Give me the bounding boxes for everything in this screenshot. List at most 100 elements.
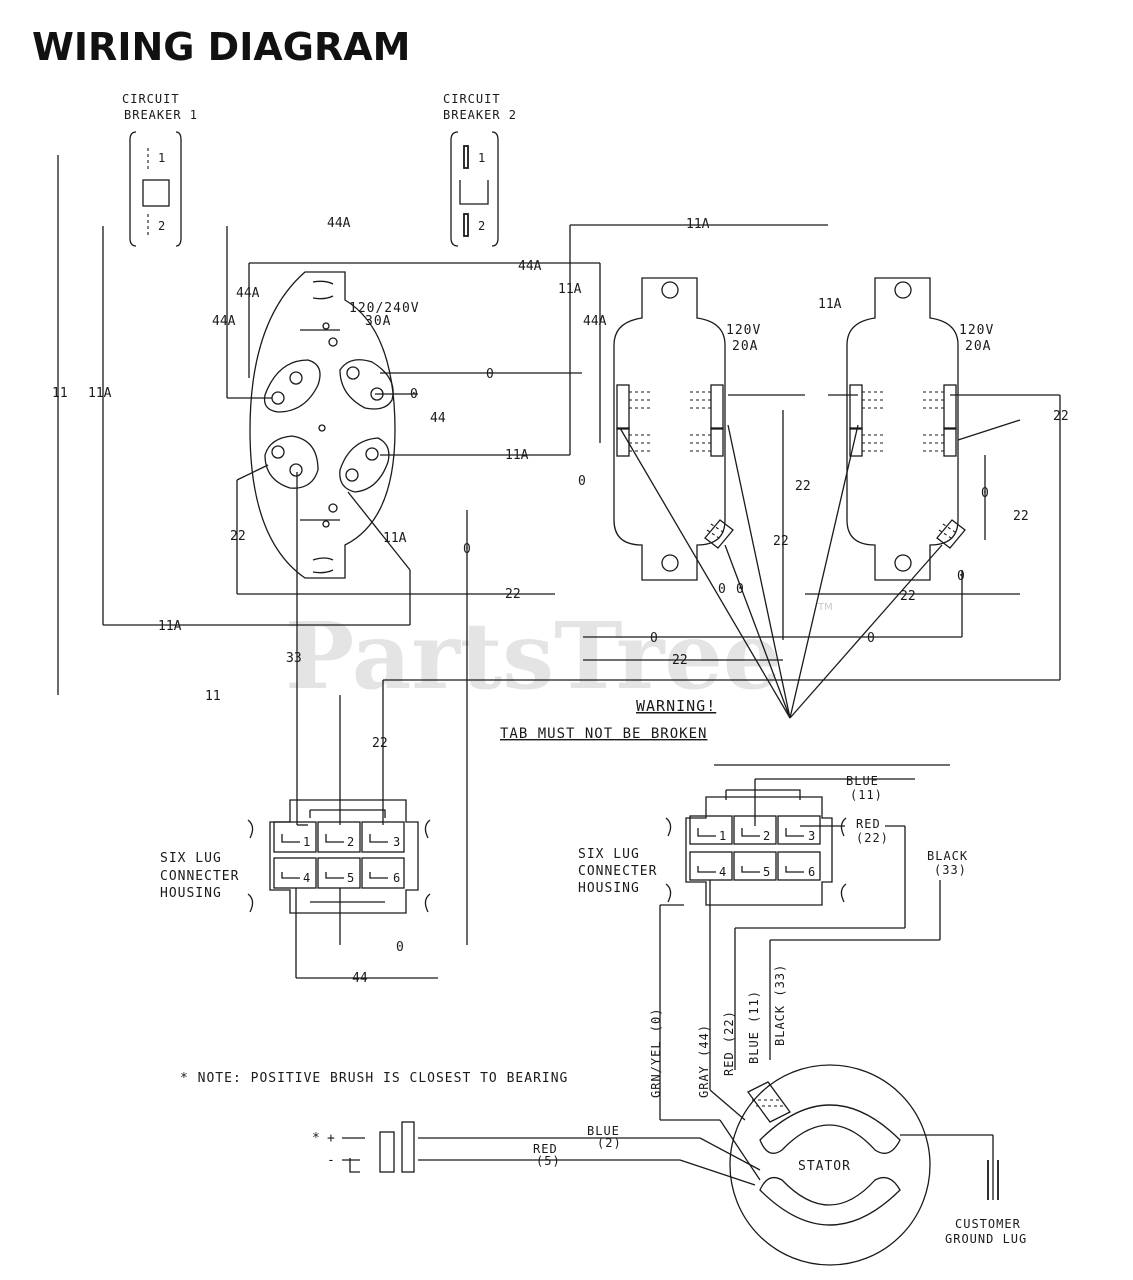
wire-label-0-j: 0 [981, 486, 989, 501]
connector-right-pin-5: 5 [763, 865, 771, 879]
receptacle-120v-a: 120V 20A [613, 277, 760, 581]
warning-title: WARNING! [636, 697, 716, 715]
receptacle-120-240v: 120/240V 30A [249, 271, 420, 579]
receptacle-120v-b: 120V 20A [846, 277, 994, 581]
wire-label-0-f: 0 [736, 582, 744, 597]
wire-label-11a-main: 11A [505, 448, 529, 463]
breaker-1-label-line1: CIRCUIT [122, 92, 180, 106]
connector-right-label-1: SIX LUG [578, 847, 640, 862]
breaker-2-label-line1: CIRCUIT [443, 92, 501, 106]
wiring-upper [57, 155, 1061, 945]
connector-left-label-3: HOUSING [160, 886, 222, 901]
lead-blue-top-number: (11) [850, 788, 883, 802]
wire-label-0-e: 0 [718, 582, 726, 597]
receptacle-b-voltage: 120V [959, 323, 994, 338]
connector-left-pin-2: 2 [347, 835, 355, 849]
wire-label-22-f: 22 [900, 589, 916, 604]
wire-label-0-c: 0 [578, 474, 586, 489]
brush-note: * NOTE: POSITIVE BRUSH IS CLOSEST TO BEA… [180, 1071, 568, 1086]
wire-label-11-bottom: 11 [205, 689, 221, 704]
brush-minus: - [327, 1153, 336, 1168]
brush-blue-number: (2) [597, 1136, 622, 1150]
breaker-2-terminal-2: 2 [478, 219, 486, 233]
wire-label-11: 11 [52, 386, 68, 401]
lead-black: BLACK [927, 849, 968, 863]
brush-red-number: (5) [536, 1154, 561, 1168]
wire-label-0-h: 0 [867, 631, 875, 646]
wire-label-22-e: 22 [672, 653, 688, 668]
circuit-breaker-1: CIRCUIT BREAKER 1 1 2 [122, 92, 198, 247]
connector-left-pin-1: 1 [303, 835, 311, 849]
wire-label-11a-right: 11A [818, 297, 842, 312]
breaker-1-terminal-1: 1 [158, 151, 166, 165]
wire-label-22-g: 22 [1013, 509, 1029, 524]
lead-red-top: RED [856, 817, 881, 831]
connector-right: 1 2 3 4 5 6 SIX LUG CONNECTER HOUSING BL… [578, 764, 968, 1181]
lead-blue-top: BLUE [846, 774, 879, 788]
connector-left-pin-5: 5 [347, 871, 355, 885]
receptacle-a-amps: 20A [732, 339, 758, 354]
brush-red: RED [533, 1142, 558, 1156]
wire-label-22-d: 22 [773, 534, 789, 549]
stator: STATOR CUSTOMER GROUND LUG [729, 1064, 1027, 1266]
wire-labels: 44A 44A 44A 44A 44A 11 11 11A 11A 11A 11… [52, 216, 1069, 986]
connector-left-pin-3: 3 [393, 835, 401, 849]
connector-left-label-2: CONNECTER [160, 869, 239, 884]
breaker-2-terminal-1: 1 [478, 151, 486, 165]
wire-label-11a-recep: 11A [383, 531, 407, 546]
lead-grn-yel: GRN/YEL (0) [649, 1008, 663, 1098]
wire-label-22-b: 22 [505, 587, 521, 602]
breaker-2-label-line2: BREAKER 2 [443, 108, 517, 122]
circuit-breaker-2: CIRCUIT BREAKER 2 1 2 [443, 92, 517, 247]
connector-right-pin-6: 6 [808, 865, 816, 879]
connector-right-pin-3: 3 [808, 829, 816, 843]
wire-label-0-g: 0 [650, 631, 658, 646]
main-receptacle-voltage: 120/240V [349, 301, 420, 316]
wire-label-0-i: 0 [957, 569, 965, 584]
connector-right-label-3: HOUSING [578, 881, 640, 896]
wire-label-22-i: 22 [372, 736, 388, 751]
wire-label-11a-top: 11A [686, 217, 710, 232]
brush-blue: BLUE [587, 1124, 620, 1138]
breaker-1-label-line2: BREAKER 1 [124, 108, 198, 122]
lead-blue: BLUE (11) [747, 990, 761, 1064]
brush-star: * [312, 1131, 321, 1146]
watermark: PartsTree [285, 602, 781, 710]
connector-right-label-2: CONNECTER [578, 864, 657, 879]
warning-text: TAB MUST NOT BE BROKEN [500, 726, 707, 742]
wire-label-0-d: 0 [463, 542, 471, 557]
connector-right-pin-2: 2 [763, 829, 771, 843]
wire-label-44a-left2: 44A [212, 314, 236, 329]
wire-label-22-c: 22 [795, 479, 811, 494]
lead-black-number: (33) [934, 863, 967, 877]
warning-note: WARNING! TAB MUST NOT BE BROKEN [500, 697, 716, 742]
connector-right-pin-1: 1 [719, 829, 727, 843]
breaker-1-terminal-2: 2 [158, 219, 166, 233]
wire-label-0-a: 0 [486, 367, 494, 382]
watermark-trademark: TM [817, 602, 833, 613]
stator-label: STATOR [798, 1159, 851, 1174]
wire-label-44: 44 [430, 411, 446, 426]
brush-assembly: * + - BLUE (2) RED (5) [312, 1121, 761, 1186]
lead-red-top-number: (22) [856, 831, 889, 845]
brush-plus: + [327, 1131, 336, 1146]
wire-label-0-b: 0 [410, 387, 418, 402]
wire-label-44a-top: 44A [327, 216, 351, 231]
connector-left-label-1: SIX LUG [160, 851, 222, 866]
connector-right-pin-4: 4 [719, 865, 727, 879]
receptacle-b-amps: 20A [965, 339, 991, 354]
wire-label-33: 33 [286, 651, 302, 666]
main-receptacle-amps: 30A [365, 314, 391, 329]
wire-label-44a-mid: 44A [518, 259, 542, 274]
connector-left-pin-6: 6 [393, 871, 401, 885]
connector-left-pin-4: 4 [303, 871, 311, 885]
wire-label-11a-left: 11A [88, 386, 112, 401]
wire-label-11a-mid: 11A [558, 282, 582, 297]
wire-label-22-a: 22 [230, 529, 246, 544]
lead-gray: GRAY (44) [697, 1024, 711, 1098]
ground-label-2: GROUND LUG [945, 1232, 1027, 1246]
wire-label-22-h: 22 [1053, 409, 1069, 424]
connector-left: 1 2 3 4 5 6 SIX LUG CONNECTER HOUSING [160, 799, 438, 979]
wire-label-44a-right: 44A [583, 314, 607, 329]
